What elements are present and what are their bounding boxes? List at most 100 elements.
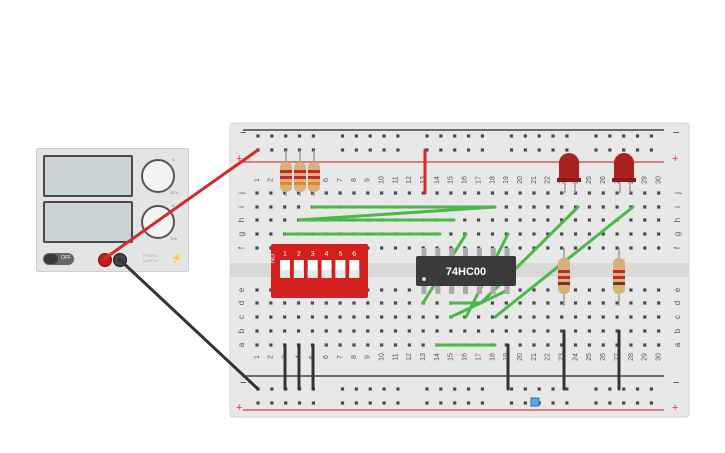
resistor[interactable]	[294, 150, 306, 196]
rail-hole[interactable]	[537, 387, 541, 391]
breadboard-hole[interactable]	[518, 218, 522, 222]
breadboard-hole[interactable]	[352, 301, 356, 305]
breadboard-hole[interactable]	[560, 218, 564, 222]
voltage-knob[interactable]	[141, 159, 175, 193]
breadboard-hole[interactable]	[310, 191, 314, 195]
breadboard-hole[interactable]	[269, 191, 273, 195]
breadboard-hole[interactable]	[532, 218, 536, 222]
rail-hole[interactable]	[270, 387, 274, 391]
breadboard-hole[interactable]	[601, 288, 605, 292]
breadboard-hole[interactable]	[532, 205, 536, 209]
rail-hole[interactable]	[537, 134, 541, 138]
breadboard-hole[interactable]	[283, 205, 287, 209]
breadboard-hole[interactable]	[601, 329, 605, 333]
breadboard-hole[interactable]	[380, 246, 384, 250]
rail-hole[interactable]	[551, 148, 555, 152]
rail-hole[interactable]	[565, 134, 569, 138]
breadboard-hole[interactable]	[601, 205, 605, 209]
breadboard-hole[interactable]	[296, 315, 301, 319]
breadboard-hole[interactable]	[657, 343, 661, 347]
breadboard-hole[interactable]	[504, 218, 508, 222]
breadboard-hole[interactable]	[393, 191, 398, 195]
breadboard-hole[interactable]	[269, 232, 273, 236]
rail-hole[interactable]	[480, 148, 484, 152]
breadboard-hole[interactable]	[643, 218, 647, 222]
breadboard-hole[interactable]	[546, 232, 550, 236]
breadboard-hole[interactable]	[587, 246, 591, 250]
breadboard-hole[interactable]	[601, 191, 605, 195]
breadboard-hole[interactable]	[560, 329, 564, 333]
breadboard-hole[interactable]	[393, 288, 398, 292]
breadboard-hole[interactable]	[504, 343, 508, 347]
breadboard-hole[interactable]	[352, 191, 356, 195]
rail-hole[interactable]	[509, 401, 514, 405]
breadboard-hole[interactable]	[546, 288, 550, 292]
dip-toggle[interactable]	[335, 260, 346, 278]
breadboard-hole[interactable]	[587, 315, 591, 319]
rail-hole[interactable]	[509, 148, 514, 152]
breadboard-hole[interactable]	[518, 288, 522, 292]
breadboard-hole[interactable]	[366, 315, 370, 319]
breadboard-hole[interactable]	[255, 288, 259, 292]
breadboard-hole[interactable]	[546, 301, 550, 305]
rail-hole[interactable]	[396, 387, 400, 391]
breadboard-hole[interactable]	[573, 232, 578, 236]
breadboard-hole[interactable]	[587, 232, 591, 236]
breadboard-hole[interactable]	[393, 301, 398, 305]
breadboard-hole[interactable]	[615, 205, 619, 209]
breadboard-hole[interactable]	[587, 329, 591, 333]
breadboard-hole[interactable]	[657, 232, 661, 236]
rail-hole[interactable]	[608, 401, 612, 405]
breadboard-hole[interactable]	[504, 329, 508, 333]
breadboard-hole[interactable]	[560, 315, 564, 319]
breadboard-hole[interactable]	[490, 218, 495, 222]
rail-hole[interactable]	[396, 134, 400, 138]
breadboard-hole[interactable]	[477, 329, 481, 333]
breadboard-hole[interactable]	[518, 205, 522, 209]
breadboard-hole[interactable]	[296, 205, 301, 209]
rail-hole[interactable]	[354, 134, 358, 138]
rail-hole[interactable]	[466, 387, 471, 391]
breadboard-hole[interactable]	[587, 218, 591, 222]
breadboard-hole[interactable]	[324, 329, 328, 333]
rail-hole[interactable]	[368, 148, 372, 152]
rail-hole[interactable]	[270, 134, 274, 138]
rail-hole[interactable]	[622, 134, 626, 138]
breadboard-hole[interactable]	[463, 191, 467, 195]
breadboard-hole[interactable]	[283, 218, 287, 222]
dip-toggle[interactable]	[307, 260, 318, 278]
breadboard-hole[interactable]	[449, 329, 453, 333]
breadboard-hole[interactable]	[338, 329, 342, 333]
breadboard-hole[interactable]	[643, 315, 647, 319]
rail-hole[interactable]	[439, 134, 443, 138]
rail-hole[interactable]	[270, 401, 274, 405]
breadboard-hole[interactable]	[283, 329, 287, 333]
breadboard-hole[interactable]	[269, 343, 273, 347]
breadboard-hole[interactable]	[560, 246, 564, 250]
rail-hole[interactable]	[396, 401, 400, 405]
breadboard-hole[interactable]	[532, 343, 536, 347]
breadboard-hole[interactable]	[296, 191, 301, 195]
rail-hole[interactable]	[480, 134, 484, 138]
breadboard-hole[interactable]	[393, 329, 398, 333]
breadboard-hole[interactable]	[393, 315, 398, 319]
rail-hole[interactable]	[382, 387, 386, 391]
rail-hole[interactable]	[425, 134, 429, 138]
breadboard-hole[interactable]	[601, 218, 605, 222]
breadboard-hole[interactable]	[643, 288, 647, 292]
breadboard-hole[interactable]	[380, 288, 384, 292]
breadboard-hole[interactable]	[643, 301, 647, 305]
breadboard-hole[interactable]	[324, 343, 328, 347]
rail-hole[interactable]	[466, 134, 471, 138]
breadboard-hole[interactable]	[255, 343, 259, 347]
rail-hole[interactable]	[523, 134, 527, 138]
breadboard-hole[interactable]	[421, 343, 425, 347]
rail-hole[interactable]	[340, 387, 345, 391]
breadboard-hole[interactable]	[283, 191, 287, 195]
breadboard-hole[interactable]	[601, 343, 605, 347]
breadboard-hole[interactable]	[407, 301, 411, 305]
breadboard-hole[interactable]	[643, 329, 647, 333]
rail-hole[interactable]	[425, 401, 429, 405]
breadboard-hole[interactable]	[657, 301, 661, 305]
